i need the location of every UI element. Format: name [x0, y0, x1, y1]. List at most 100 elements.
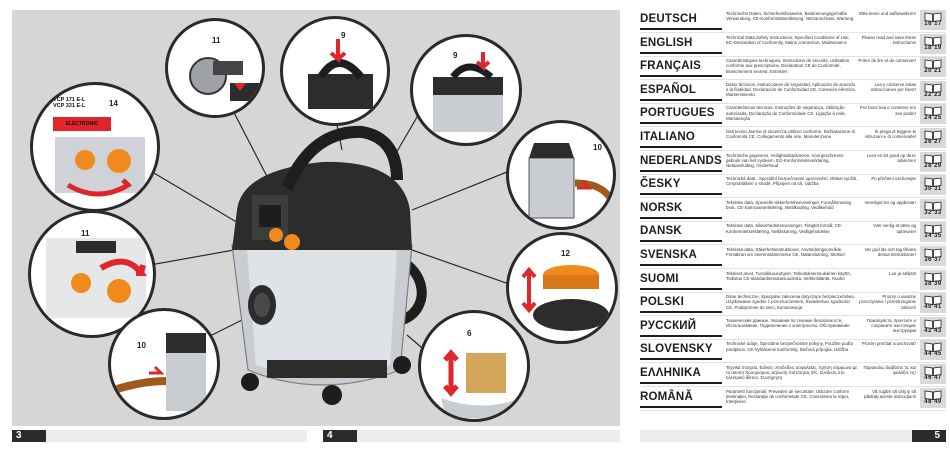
language-page-box: 46 47 [920, 364, 946, 384]
language-underline [640, 311, 722, 314]
illustration-spread: 11 9 9 10 [12, 10, 620, 426]
filter-basket-icon [521, 265, 609, 331]
language-pages: 46 47 [924, 375, 942, 381]
vacuum-cleaner-illustration [121, 69, 513, 405]
row-divider [640, 268, 946, 269]
language-contents: Technické údaje, Špeciálne bezpečnostné … [726, 341, 853, 352]
language-underline [640, 169, 722, 172]
language-contents: Tekniska data, Säkerhetsinstruktioner, A… [726, 247, 845, 258]
book-icon [924, 366, 942, 376]
language-row[interactable]: DEUTSCH Technische Daten, Sicherheitshinw… [640, 10, 946, 33]
language-name: DEUTSCH [640, 13, 697, 25]
language-name: ITALIANO [640, 131, 696, 143]
callout-number: 10 [593, 143, 602, 152]
language-underline [640, 146, 722, 148]
callout-number: 9 [341, 31, 346, 40]
callout-14-electronic-control: 14 VCP 171 E-L VCP 331 E-L ELECTRONIC [30, 82, 160, 212]
language-pages: 44 45 [924, 351, 942, 358]
language-name: NEDERLANDS [640, 154, 722, 167]
language-read-note: Proszę o uważne przeczytanie i przestrze… [859, 294, 916, 310]
language-read-note: Παρακαλώ διαβάστε τις και φυλάξτε τις! [863, 365, 916, 376]
row-divider [640, 55, 946, 57]
language-pages: 20 21 [924, 68, 942, 75]
language-page-box: 26 27 [920, 128, 946, 148]
callout-10-hose-connection: 10 [108, 308, 220, 420]
row-divider [640, 126, 946, 128]
callout-number: 11 [212, 36, 221, 45]
row-divider [640, 79, 946, 81]
language-page-box: 40 41 [920, 293, 946, 314]
language-page-box: 30 31 [920, 175, 946, 196]
language-contents: Technische Daten, Sicherheitshinweise, B… [726, 11, 854, 22]
language-pages: 48 49 [924, 398, 942, 405]
language-page-box: 24 25 [920, 104, 946, 125]
head-removal-icon [433, 52, 503, 132]
language-pages: 22 23 [924, 91, 942, 98]
language-contents: Tekniset arvot, Turvallisuusohjeet, Tark… [726, 270, 851, 281]
language-page-box: 34 35 [920, 222, 946, 243]
language-pages: 42 43 [924, 327, 942, 334]
language-page-box: 28 29 [920, 151, 946, 172]
language-underline [640, 240, 722, 243]
page-footer-middle: 4 [323, 430, 620, 442]
callout-6-dust-bag: 6 [418, 310, 530, 422]
language-row[interactable]: ESPAÑOL Datos técnicos, Instrucciones de … [640, 80, 946, 104]
filter-insert-icon [528, 143, 613, 219]
language-page-box: 20 21 [920, 57, 946, 78]
page-number-middle: 4 [323, 430, 357, 442]
language-contents: Tekniske data, Spesielle sikkerhetshenvi… [726, 199, 851, 210]
page-footer-left: 3 [12, 430, 307, 442]
model-line-1: VCP 171 E-L [53, 97, 86, 103]
language-page-box: 22 23 [920, 80, 946, 101]
language-underline [640, 51, 722, 54]
language-contents: Datos técnicos, Instrucciones de segurid… [726, 81, 856, 98]
language-read-note: Lea y conserve estas instrucciones por f… [870, 81, 916, 92]
row-divider [640, 409, 946, 411]
language-read-note: Si prega di leggere le istruzioni e di c… [865, 129, 916, 140]
language-read-note: Bitte lesen und aufbewahren! [859, 11, 916, 16]
book-icon [924, 272, 942, 282]
book-icon [924, 390, 942, 400]
language-name: PORTUGUES [640, 107, 715, 120]
language-underline [640, 358, 722, 361]
row-divider [640, 102, 946, 104]
language-pages: 34 35 [924, 233, 942, 240]
language-page-box: 38 39 [920, 269, 946, 290]
control-knob-icon [55, 137, 145, 197]
language-underline [640, 405, 722, 408]
language-page-box: 18 19 [920, 33, 946, 54]
language-contents: Dane techniczne, Specjalne zalecenia dot… [726, 294, 855, 310]
handle-lift-icon [308, 39, 373, 109]
language-underline [640, 122, 722, 125]
row-divider [640, 338, 946, 340]
language-name: ESPAÑOL [640, 83, 697, 96]
book-icon [924, 59, 942, 70]
rotate-switch-icon [46, 238, 148, 318]
book-icon [924, 106, 942, 117]
book-icon [924, 319, 942, 329]
language-contents: Parametri funcţionali, Prevederi de secu… [726, 388, 850, 404]
language-name: DANSK [640, 225, 682, 238]
callout-number: 6 [467, 329, 472, 338]
dust-bag-icon [441, 349, 521, 418]
row-divider [640, 197, 946, 199]
language-page-box: 48 49 [920, 387, 946, 408]
language-pages: 36 37 [924, 257, 942, 263]
book-icon [924, 130, 942, 140]
language-contents: Caractéristiques techniques, Instruction… [726, 58, 850, 74]
